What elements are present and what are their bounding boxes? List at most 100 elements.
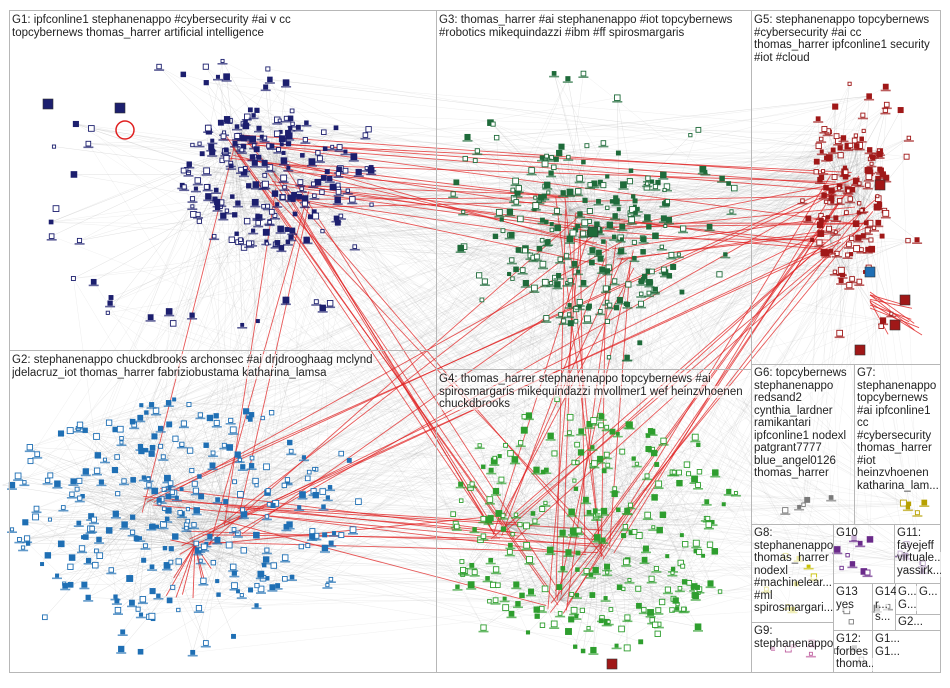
node-caption <box>504 214 515 217</box>
edge <box>110 150 478 304</box>
graph-node <box>189 312 195 318</box>
node-caption <box>642 185 653 188</box>
edge <box>246 116 301 201</box>
edge <box>137 499 151 610</box>
graph-node <box>319 189 325 195</box>
edge <box>209 415 217 537</box>
edge <box>859 203 909 508</box>
edge <box>117 210 558 611</box>
edge <box>217 146 244 541</box>
graph-node <box>240 322 245 327</box>
graph-node <box>616 296 623 304</box>
edge <box>621 472 716 629</box>
node-caption <box>574 216 585 219</box>
graph-node <box>500 228 506 234</box>
edge <box>82 496 151 501</box>
node-caption <box>295 185 306 187</box>
edge <box>518 209 571 251</box>
edge <box>73 174 276 279</box>
edge <box>847 203 860 556</box>
edge <box>116 501 359 601</box>
edge <box>240 198 879 242</box>
graph-node <box>533 253 540 260</box>
edge <box>213 239 918 454</box>
edge <box>143 544 196 561</box>
edge <box>559 478 695 601</box>
graph-node <box>223 73 230 81</box>
edge <box>489 313 892 602</box>
node-caption <box>494 215 505 218</box>
node-caption <box>300 142 311 144</box>
graph-node <box>662 187 667 193</box>
graph-node <box>313 299 319 305</box>
edge <box>550 161 817 551</box>
edge <box>559 517 706 601</box>
graph-node <box>277 225 284 233</box>
edge <box>36 508 238 534</box>
nodes <box>7 58 930 670</box>
reciprocated-edge <box>241 258 629 535</box>
group-box-g1 <box>9 10 437 351</box>
edge <box>237 145 860 455</box>
edge <box>158 595 257 606</box>
graph-node <box>554 224 561 232</box>
graph-node <box>605 174 610 179</box>
edge <box>662 514 690 583</box>
edge <box>255 480 907 545</box>
graph-node <box>566 235 574 243</box>
edge <box>234 149 250 244</box>
graph-node <box>256 154 262 160</box>
edge <box>2 200 803 486</box>
edge <box>206 170 454 515</box>
graph-node <box>72 120 79 128</box>
graph-node <box>330 144 335 149</box>
node-caption <box>569 266 580 269</box>
edge <box>29 234 512 448</box>
group-box-g6 <box>751 364 855 525</box>
edge <box>559 544 686 601</box>
edge <box>167 518 196 546</box>
graph-node <box>228 163 234 169</box>
graph-node <box>499 217 504 222</box>
edge <box>205 445 231 521</box>
edge <box>557 187 827 228</box>
graph-node <box>556 272 562 279</box>
graph-node <box>342 167 349 174</box>
graph-node <box>70 171 78 178</box>
reciprocated-edge <box>202 534 501 539</box>
edge <box>194 544 274 566</box>
node-caption <box>281 86 292 88</box>
graph-node <box>549 227 555 233</box>
edge <box>844 184 850 286</box>
graph-node <box>289 108 295 114</box>
edge <box>191 174 276 316</box>
graph-node <box>186 161 192 167</box>
edge <box>634 200 672 255</box>
reciprocated-edge <box>288 197 612 268</box>
graph-node <box>660 266 667 273</box>
node-caption <box>251 188 261 190</box>
edge <box>734 156 907 189</box>
graph-node <box>580 230 587 237</box>
edge <box>536 469 655 498</box>
node-caption <box>232 205 243 208</box>
edge <box>261 136 290 525</box>
node-caption <box>179 189 190 192</box>
edge <box>63 499 151 508</box>
edge <box>117 544 196 611</box>
edge <box>217 321 608 582</box>
edge <box>115 429 196 546</box>
edge <box>51 106 836 223</box>
graph-node <box>273 130 281 137</box>
graph-node <box>507 271 512 277</box>
reciprocated-edge <box>599 223 872 228</box>
edge <box>53 146 276 176</box>
node-caption <box>88 284 99 287</box>
edge <box>152 189 853 527</box>
edge <box>168 212 847 497</box>
edge <box>332 146 680 473</box>
node-caption <box>678 231 689 234</box>
edge <box>601 499 808 621</box>
edge <box>688 226 710 474</box>
graph-node <box>580 279 587 286</box>
